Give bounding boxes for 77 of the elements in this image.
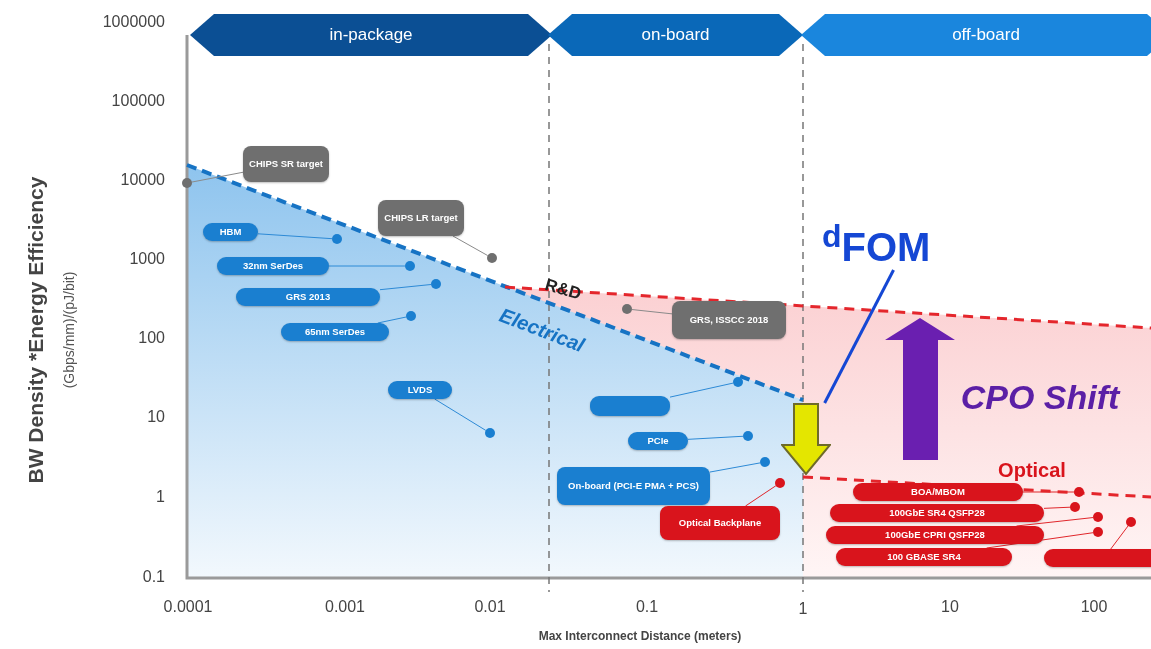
leader-line	[745, 485, 777, 507]
data-point	[743, 431, 753, 441]
tick-label: 0.01	[474, 598, 506, 616]
callout-tag: GRS 2013	[236, 288, 380, 306]
tick-label: 1	[798, 600, 808, 618]
callout-tag: 100 GBASE SR4	[836, 548, 1012, 566]
tick-label: 0.1	[142, 568, 165, 586]
shift-label: CPO Shift	[960, 379, 1120, 417]
data-point	[1126, 517, 1136, 527]
data-point	[1074, 487, 1084, 497]
leader-line	[379, 284, 432, 291]
tick-label: 1000000	[102, 13, 165, 31]
blank-tag	[1044, 549, 1151, 567]
blank-tag	[590, 396, 670, 416]
trend-label: R&D	[542, 275, 584, 305]
data-point	[182, 178, 192, 188]
callout-tag: 100GbE CPRI QSFP28	[826, 526, 1044, 544]
callout-tag: PCIe	[628, 432, 688, 450]
data-point	[733, 377, 743, 387]
data-point	[1070, 502, 1080, 512]
tick-label: 100000	[111, 92, 165, 110]
callout-tag: 100GbE SR4 QSFP28	[830, 504, 1044, 522]
leader-line	[1016, 517, 1094, 527]
callout-tag: CHIPS LR target	[378, 200, 464, 236]
axis-unit: (Gbps/mm)/(pJ/bit)	[62, 271, 78, 389]
axis-title: Max Interconnect Distance (meters)	[538, 630, 742, 644]
section-banner: off-board	[801, 14, 1151, 56]
data-point	[760, 457, 770, 467]
section-banner: on-board	[548, 14, 803, 56]
callout-tag: LVDS	[388, 381, 452, 399]
tick-label: 100	[138, 329, 165, 347]
callout-tag: Optical Backplane	[660, 506, 780, 540]
leader-line	[709, 462, 761, 473]
leader-line	[669, 382, 734, 398]
data-point	[406, 311, 416, 321]
data-point	[431, 279, 441, 289]
data-point	[487, 253, 497, 263]
callout-tag: CHIPS SR target	[243, 146, 329, 182]
callout-tag: On-board (PCI-E PMA + PCS)	[557, 467, 710, 505]
leader-line	[434, 398, 487, 431]
leader-line	[257, 233, 333, 240]
tick-label: 0.0001	[163, 598, 213, 616]
axis-title: BW Density *Energy Efficiency	[24, 176, 48, 484]
data-point	[332, 234, 342, 244]
leader-line	[687, 435, 744, 440]
down-arrow	[781, 403, 831, 475]
leader-line	[631, 309, 673, 315]
tick-label: 1	[156, 488, 165, 506]
fom-label: $^{d}$FOM	[822, 218, 992, 270]
tick-label: 100	[1080, 598, 1108, 616]
tick-label: 10000	[120, 171, 165, 189]
callout-tag: BOA/MBOM	[853, 483, 1023, 501]
leader-line	[452, 235, 489, 257]
section-banner: in-package	[190, 14, 552, 56]
data-point	[622, 304, 632, 314]
callout-tag: GRS, ISSCC 2018	[672, 301, 786, 339]
callout-tag: HBM	[203, 223, 258, 241]
data-point	[485, 428, 495, 438]
callout-tag: 65nm SerDes	[281, 323, 389, 341]
data-point	[1093, 527, 1103, 537]
callout-tag: 32nm SerDes	[217, 257, 329, 275]
leader-line	[191, 171, 244, 183]
tick-label: 0.001	[325, 598, 365, 616]
data-point	[405, 261, 415, 271]
tick-label: 10	[941, 598, 959, 616]
data-point	[775, 478, 785, 488]
leader-line	[823, 269, 895, 404]
trend-label: Optical	[998, 459, 1066, 481]
tick-label: 10	[147, 408, 165, 426]
tick-label: 1000	[129, 250, 165, 268]
tick-label: 0.1	[635, 598, 659, 616]
leader-line	[328, 265, 406, 267]
leader-line	[1110, 525, 1129, 550]
leader-line	[1022, 491, 1075, 493]
leader-line	[377, 316, 407, 324]
leader-line	[1043, 506, 1071, 509]
data-point	[1093, 512, 1103, 522]
